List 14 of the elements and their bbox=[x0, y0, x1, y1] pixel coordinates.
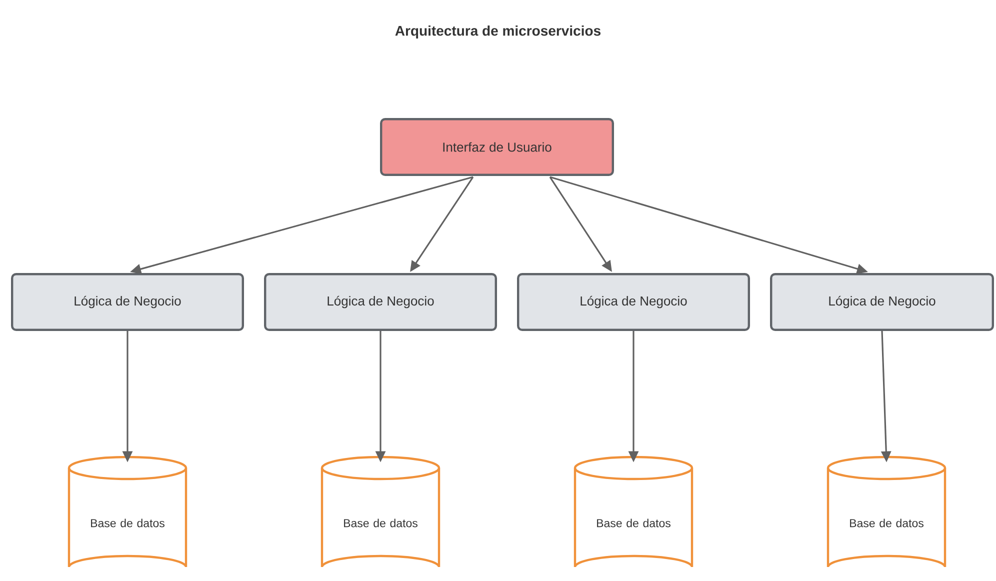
database-cylinder: Base de datos bbox=[826, 456, 946, 568]
process-box: Lógica de Negocio bbox=[264, 273, 497, 331]
database-cylinder: Base de datos bbox=[68, 456, 188, 568]
node-label: Base de datos bbox=[597, 518, 670, 528]
node-label: Base de datos bbox=[344, 518, 418, 528]
process-box: Lógica de Negocio bbox=[11, 273, 244, 331]
process-box: Lógica de Negocio bbox=[770, 273, 994, 331]
process-box: Lógica de Negocio bbox=[517, 273, 750, 331]
node-label: Base de datos bbox=[850, 518, 924, 528]
database-cylinder: Base de datos bbox=[320, 456, 440, 568]
interface-box: Interfaz de Usuario bbox=[380, 118, 614, 176]
database-cylinder: Base de datos bbox=[574, 456, 694, 568]
node-label: Base de datos bbox=[91, 518, 164, 528]
title: Arquitectura de microservicios bbox=[395, 25, 600, 39]
